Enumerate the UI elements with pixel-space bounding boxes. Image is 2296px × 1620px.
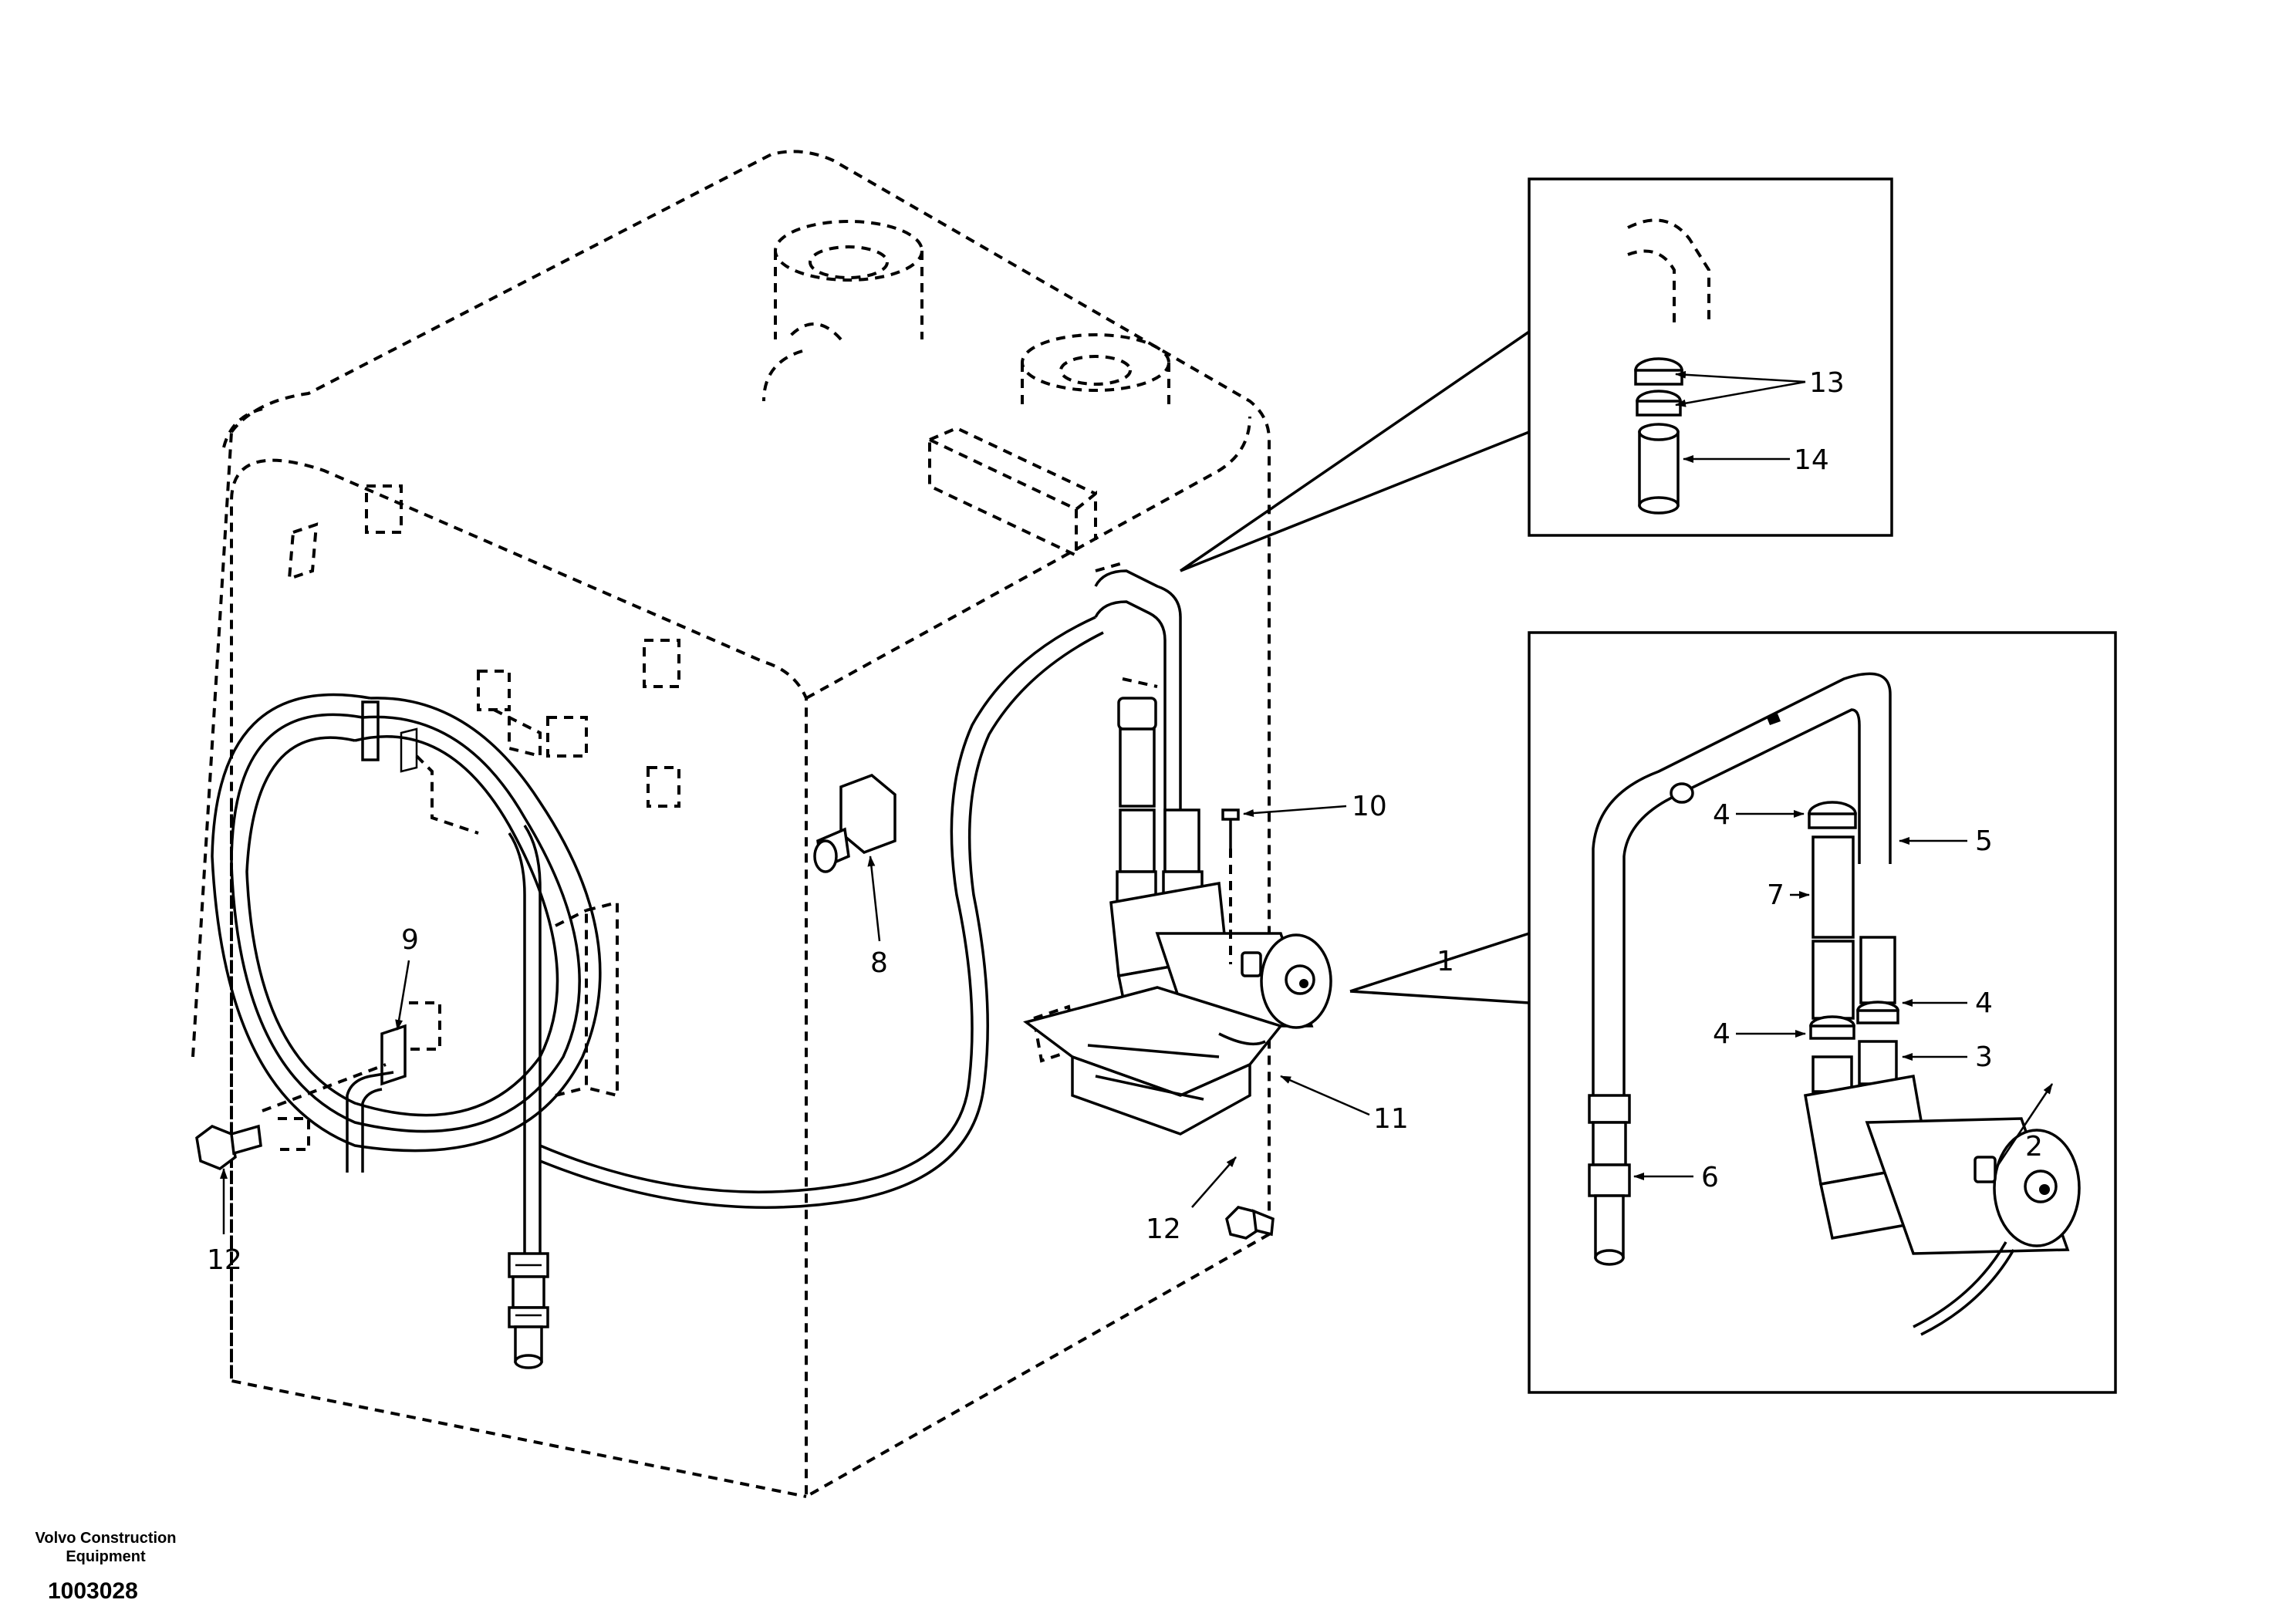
callout-4-top: 4 xyxy=(1713,799,1730,831)
brand-line-1: Volvo Construction xyxy=(35,1530,177,1547)
hose-clip-bracket xyxy=(262,1024,407,1173)
pump-assembly-main xyxy=(813,562,1332,1136)
callout-7: 7 xyxy=(1767,879,1784,911)
callout-4-left: 4 xyxy=(1713,1018,1730,1050)
callout-12-right: 12 xyxy=(1146,1213,1181,1245)
callout-8: 8 xyxy=(870,947,888,979)
callout-6: 6 xyxy=(1701,1162,1719,1193)
detail-inset-top xyxy=(1180,177,1893,572)
callout-labels: 13 14 10 8 9 11 12 12 1 4 5 7 4 4 3 2 6 xyxy=(207,367,2043,1276)
bolt-left xyxy=(195,1124,262,1170)
hydraulic-tank-outline xyxy=(191,150,1271,1500)
callout-4-right: 4 xyxy=(1975,987,1993,1019)
detail-inset-pump xyxy=(1349,631,2117,1394)
callout-12-left: 12 xyxy=(207,1244,242,1276)
callout-2: 2 xyxy=(2025,1131,2043,1163)
callout-14: 14 xyxy=(1794,444,1829,476)
callout-11: 11 xyxy=(1373,1103,1409,1135)
brand-line-2: Equipment xyxy=(66,1548,146,1565)
callout-10: 10 xyxy=(1352,791,1387,822)
callout-9: 9 xyxy=(401,924,419,956)
drawing-number: 1003028 xyxy=(48,1578,138,1604)
return-hose xyxy=(508,616,1104,1257)
hose-coil xyxy=(211,693,602,1153)
bolt-right xyxy=(1225,1206,1275,1240)
callout-leaders xyxy=(220,370,2054,1234)
drain-coupling xyxy=(508,1252,549,1369)
footer: Volvo Construction Equipment 1003028 xyxy=(35,1530,177,1604)
callout-13: 13 xyxy=(1809,367,1845,399)
callout-3: 3 xyxy=(1975,1041,1993,1073)
callout-1: 1 xyxy=(1437,946,1454,977)
callout-5: 5 xyxy=(1975,825,1993,857)
